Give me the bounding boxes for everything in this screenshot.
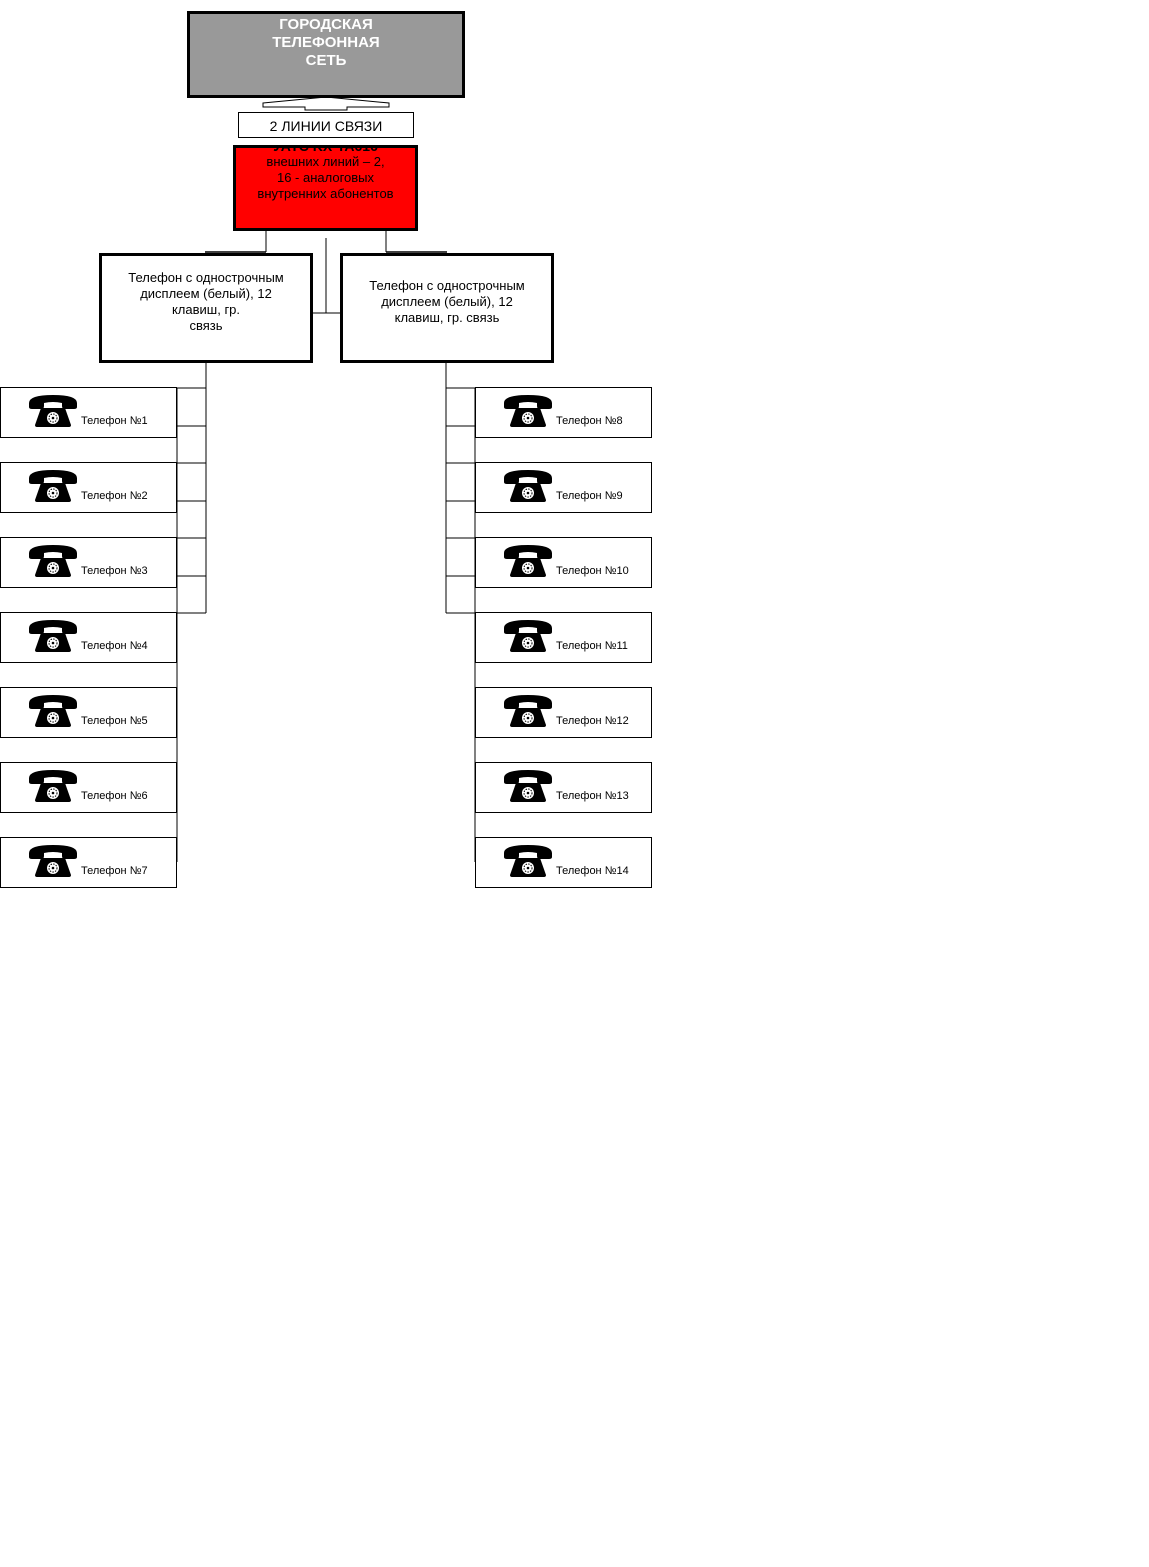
phone-node: Телефон №12 bbox=[475, 687, 652, 738]
phone-node: Телефон №2 bbox=[0, 462, 177, 513]
city-network-line: СЕТЬ bbox=[305, 52, 347, 69]
phone-node: Телефон №11 bbox=[475, 612, 652, 663]
phone-label: Телефон №10 bbox=[556, 565, 629, 577]
phone-label: Телефон №3 bbox=[81, 565, 148, 577]
phone-label: Телефон №13 bbox=[556, 790, 629, 802]
phone-label: Телефон №6 bbox=[81, 790, 148, 802]
phone-node: Телефон №13 bbox=[475, 762, 652, 813]
phone-node: Телефон №9 bbox=[475, 462, 652, 513]
display-left-line: связь bbox=[189, 318, 223, 333]
city-network-line: ТЕЛЕФОННАЯ bbox=[272, 34, 380, 51]
telephone-icon bbox=[29, 695, 77, 727]
telephone-icon bbox=[29, 395, 77, 427]
display-left-line: Телефон с однострочным bbox=[128, 270, 284, 285]
phone-node: Телефон №6 bbox=[0, 762, 177, 813]
phone-node: Телефон №14 bbox=[475, 837, 652, 888]
telephone-icon bbox=[29, 545, 77, 577]
phone-node: Телефон №1 bbox=[0, 387, 177, 438]
phone-node: Телефон №7 bbox=[0, 837, 177, 888]
phone-label: Телефон №5 bbox=[81, 715, 148, 727]
display-left-line: дисплеем (белый), 12 bbox=[140, 286, 272, 301]
pbx-line: 16 - аналоговых bbox=[276, 170, 375, 185]
city-network-line: ГОРОДСКАЯ bbox=[279, 16, 373, 33]
phone-node: Телефон №8 bbox=[475, 387, 652, 438]
phone-label: Телефон №9 bbox=[556, 490, 623, 502]
telephone-icon bbox=[29, 845, 77, 877]
phone-node: Телефон №5 bbox=[0, 687, 177, 738]
phone-label: Телефон №11 bbox=[556, 640, 628, 652]
pbx-node: УАТС KX-TA616 внешних линий – 2, 16 - ан… bbox=[233, 145, 418, 231]
telephone-icon bbox=[29, 470, 77, 502]
telephone-icon bbox=[504, 770, 552, 802]
telephone-icon bbox=[504, 470, 552, 502]
telephone-icon bbox=[29, 770, 77, 802]
city-telephone-network-node: ГОРОДСКАЯ ТЕЛЕФОННАЯ СЕТЬ bbox=[187, 11, 465, 98]
phone-label: Телефон №4 bbox=[81, 640, 148, 652]
pbx-line: внешних линий – 2, bbox=[266, 154, 385, 169]
phone-label: Телефон №2 bbox=[81, 490, 148, 502]
bidirectional-arrow bbox=[262, 96, 390, 111]
display-left-line: клавиш, гр. bbox=[171, 302, 241, 317]
pbx-title: УАТС KX-TA616 bbox=[273, 145, 378, 154]
telephone-icon bbox=[504, 845, 552, 877]
phone-label: Телефон №8 bbox=[556, 415, 623, 427]
display-right-line: клавиш, гр. связь bbox=[394, 310, 500, 325]
telephone-icon bbox=[504, 395, 552, 427]
phone-label: Телефон №12 bbox=[556, 715, 629, 727]
pbx-line: внутренних абонентов bbox=[257, 186, 394, 201]
phone-node: Телефон №10 bbox=[475, 537, 652, 588]
display-phone-left: Телефон с однострочным дисплеем (белый),… bbox=[99, 253, 313, 363]
link-label: 2 ЛИНИИ СВЯЗИ bbox=[238, 112, 414, 138]
display-right-line: дисплеем (белый), 12 bbox=[381, 294, 513, 309]
telephone-icon bbox=[29, 620, 77, 652]
display-right-line: Телефон с однострочным bbox=[369, 278, 525, 293]
telephone-icon bbox=[504, 545, 552, 577]
phone-label: Телефон №7 bbox=[81, 865, 148, 877]
telephone-icon bbox=[504, 695, 552, 727]
phone-label: Телефон №1 bbox=[81, 415, 148, 427]
phone-node: Телефон №3 bbox=[0, 537, 177, 588]
display-phone-right: Телефон с однострочным дисплеем (белый),… bbox=[340, 253, 554, 363]
phone-node: Телефон №4 bbox=[0, 612, 177, 663]
phone-label: Телефон №14 bbox=[556, 865, 629, 877]
telephone-icon bbox=[504, 620, 552, 652]
